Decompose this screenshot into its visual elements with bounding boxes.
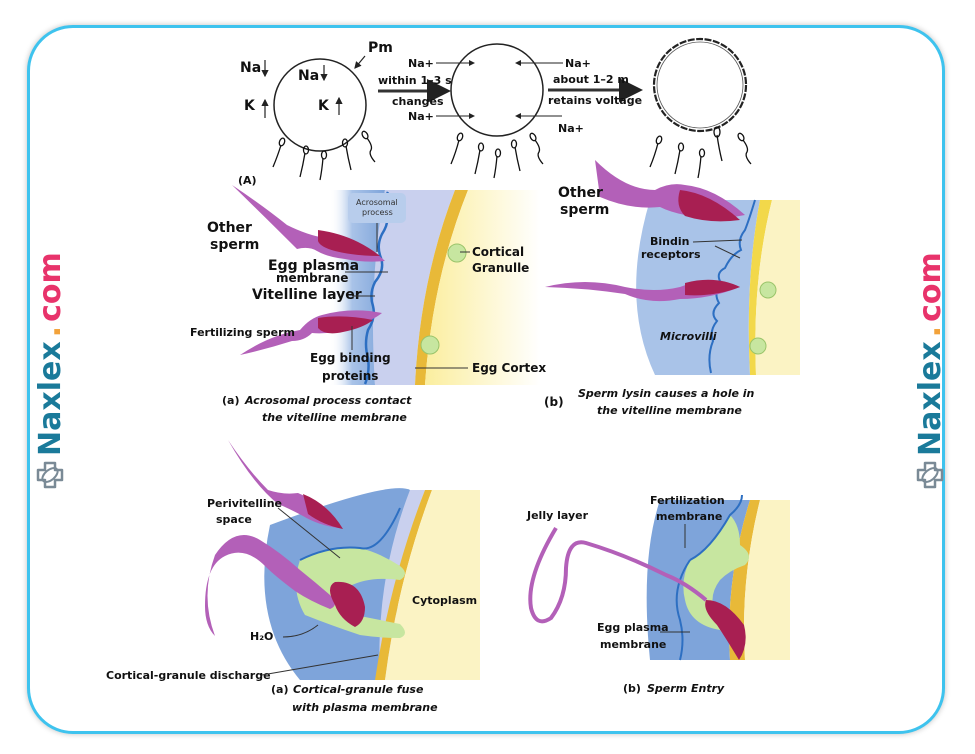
- caption-c-line-1: Cortical-granule fuse: [293, 683, 424, 696]
- na-outside-label: Na: [240, 60, 261, 76]
- egg-2-membrane: [450, 43, 544, 137]
- cytoplasm-d: [744, 500, 790, 660]
- other-sperm-b-label-2: sperm: [560, 202, 609, 218]
- jelly-layer-label: Jelly layer: [526, 509, 589, 522]
- egg-1: Pm Na K Na K: [240, 40, 393, 152]
- fertilization-membrane-d: [689, 494, 743, 561]
- watermark-right: Naxlex.com: [910, 250, 950, 490]
- egg-1-membrane: [273, 58, 367, 152]
- na-top-left: Na+: [408, 57, 434, 70]
- caption-d-text: Sperm Entry: [647, 682, 725, 695]
- arrow-2-below: retains voltage: [548, 94, 642, 107]
- fertilizing-sperm-label: Fertilizing sperm: [190, 326, 295, 339]
- vitelline-layer-label: Vitelline layer: [252, 287, 362, 303]
- egg-3-inner-membrane: [656, 41, 744, 129]
- caption-b-line-1: Sperm lysin causes a hole in: [578, 387, 755, 400]
- na-bottom-right: Na+: [558, 122, 584, 135]
- arrow-2-above: about 1–2 m: [553, 73, 629, 86]
- egg-plasma-membrane-label-2: membrane: [276, 271, 348, 285]
- small-sperm-group: [272, 126, 752, 181]
- panel-d: [528, 494, 790, 661]
- egg-3: [652, 37, 748, 133]
- other-sperm-a: [232, 185, 385, 262]
- cortical-granule-1: [447, 243, 467, 263]
- perivitelline-space: [296, 547, 405, 638]
- acrosomal-label-1: Acrosomal: [356, 198, 398, 207]
- caption-a-line-1: Acrosomal process contact: [244, 394, 412, 407]
- cortex-band-b: [748, 200, 772, 375]
- egg-binding-label-2: proteins: [322, 369, 378, 383]
- egg-cortex-label: Egg Cortex: [472, 361, 546, 375]
- other-sperm-label-2: sperm: [210, 237, 259, 253]
- entering-sperm-head: [705, 600, 746, 660]
- bindin-label-2: receptors: [641, 248, 701, 261]
- perivitelline-label-1: Perivitelline: [207, 497, 282, 510]
- cortical-granule-2: [420, 335, 440, 355]
- perivitelline-label-2: space: [216, 513, 252, 526]
- granule-b-2: [749, 337, 767, 355]
- egg-binding-label-1: Egg binding: [310, 351, 391, 365]
- other-sperm-label-1: Other: [207, 220, 252, 236]
- arrow-2: about 1–2 m retains voltage: [548, 73, 643, 107]
- entering-sperm-c: [205, 535, 335, 636]
- bindin-label-1: Bindin: [650, 235, 689, 248]
- plasma-membrane-d: [675, 559, 691, 661]
- egg-2: Na+ Na+ Na+ Na+: [408, 43, 591, 137]
- caption-c-line-2: with plasma membrane: [292, 701, 438, 714]
- h2o-label: H₂O: [250, 630, 273, 643]
- arrow-1: within 1–3 s changes: [378, 74, 452, 108]
- egg-plasma-membrane-d-label-1: Egg plasma: [597, 621, 669, 634]
- naxlex-logo-icon: [916, 461, 944, 489]
- egg-3-outer-membrane: [652, 37, 748, 133]
- na-bottom-left: Na+: [408, 110, 434, 123]
- pm-pointer: [354, 55, 366, 69]
- arrow-1-below: changes: [392, 95, 444, 108]
- cortical-discharge-label: Cortical-granule discharge: [106, 669, 271, 682]
- panel-a: Acrosomal process: [330, 190, 540, 385]
- jelly-sperm-tail: [528, 526, 708, 624]
- cortical-granule-label-2: Granulle: [472, 261, 529, 275]
- cortical-granule-label-1: Cortical: [472, 245, 524, 259]
- caption-a-letter: (a): [222, 394, 239, 407]
- fertilization-space-d: [683, 515, 749, 639]
- acrosomal-label-2: process: [362, 208, 393, 217]
- caption-a-line-2: the vitelline membrane: [262, 411, 407, 424]
- caption-b-line-2: the vitelline membrane: [597, 404, 742, 417]
- fertilizing-sperm-a: [240, 310, 382, 355]
- caption-d-letter: (b): [623, 682, 641, 695]
- caption-c-letter: (a): [271, 683, 288, 696]
- panel-a-tag: (A): [238, 174, 257, 187]
- cytoplasm-b: [755, 200, 800, 375]
- egg-plasma-membrane-label-1: Egg plasma: [268, 258, 359, 274]
- other-sperm-b-label-1: Other: [558, 185, 603, 201]
- fertilization-membrane-label-1: Fertilization: [650, 494, 725, 507]
- cytoplasm-region: [425, 190, 540, 385]
- arrow-1-above: within 1–3 s: [378, 74, 452, 87]
- pm-label: Pm: [368, 40, 393, 56]
- vitelline-region: [372, 190, 455, 385]
- cytoplasm-c: [385, 490, 480, 680]
- fertilization-membrane-c: [299, 507, 401, 561]
- granule-b-1: [759, 281, 777, 299]
- watermark-left: Naxlex.com: [30, 250, 70, 490]
- panel-b: [545, 160, 800, 375]
- fertilization-membrane-label-2: membrane: [656, 510, 722, 523]
- microvilli-label: Microvilli: [660, 330, 717, 343]
- egg-plasma-membrane-d-label-2: membrane: [600, 638, 666, 651]
- caption-b-letter: (b): [544, 395, 564, 409]
- na-top-right: Na+: [565, 57, 591, 70]
- k-outside-label: K: [244, 98, 256, 114]
- na-inside-label: Na: [298, 68, 319, 84]
- acrosomal-label-box: [348, 193, 406, 223]
- cytoplasm-label: Cytoplasm: [412, 594, 477, 607]
- naxlex-logo-icon: [36, 461, 64, 489]
- panel-c: [205, 440, 480, 680]
- k-inside-label: K: [318, 98, 330, 114]
